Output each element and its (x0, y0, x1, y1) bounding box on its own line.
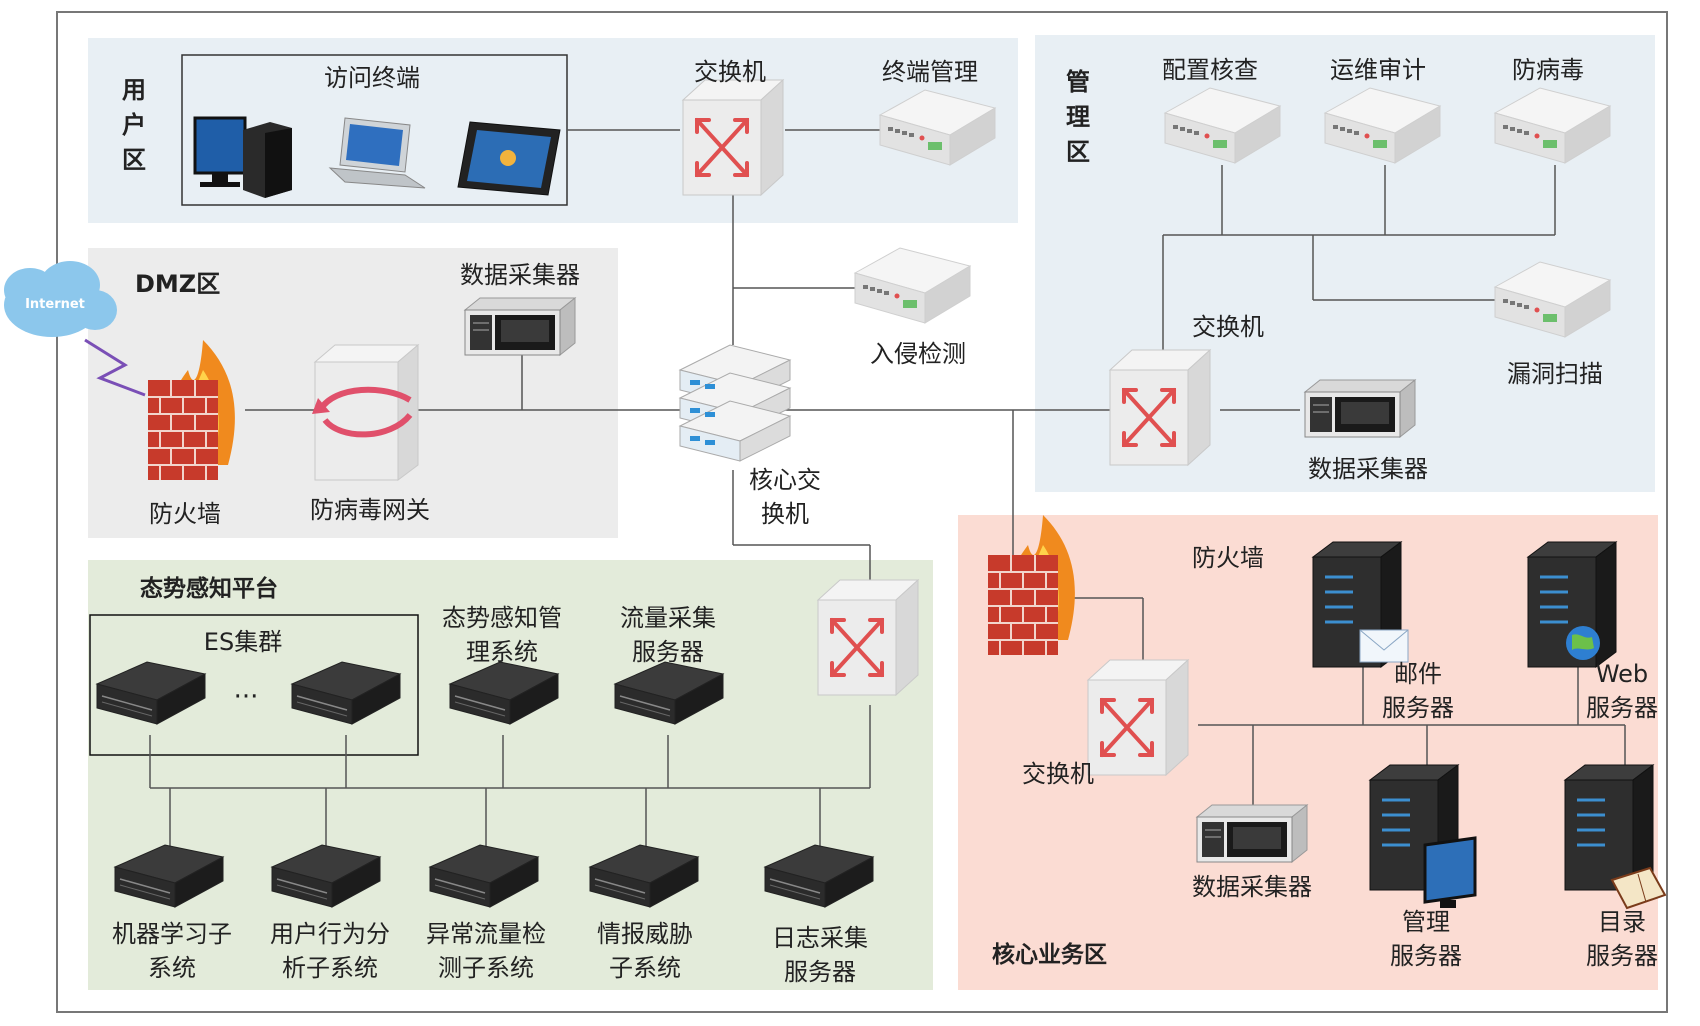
dmz-collector-label: 数据采集器 (460, 261, 580, 289)
config-check-label: 配置核查 (1162, 56, 1258, 84)
web-server-label-1: Web (1596, 660, 1648, 688)
core-firewall-label: 防火墙 (1192, 544, 1264, 572)
situation-switch-icon (816, 578, 920, 697)
anomaly-label-2: 测子系统 (438, 954, 534, 982)
internet-link (84, 338, 146, 397)
core-zone-label: 核心业务区 (992, 941, 1107, 968)
anomaly-label-1: 异常流量检 (426, 920, 546, 948)
mgmt-server-label-1: 管理 (1402, 908, 1450, 936)
book-icon (1610, 866, 1667, 910)
user-zone-label-2: 户 (122, 111, 146, 139)
access-terminal-label: 访问终端 (324, 64, 420, 92)
flow-collect-label-1: 流量采集 (620, 604, 716, 632)
vuln-scan-label: 漏洞扫描 (1507, 360, 1603, 388)
monitor-icon (1423, 836, 1477, 908)
dir-server-label-1: 目录 (1598, 908, 1646, 936)
log-collect-label-2: 服务器 (784, 958, 856, 986)
core-switch-label-2: 换机 (761, 500, 809, 528)
mail-server-label-2: 服务器 (1382, 694, 1454, 722)
sa-mgmt-label-1: 态势感知管 (442, 604, 562, 632)
mgmt-antivirus-label: 防病毒 (1512, 56, 1584, 84)
terminal-mgmt-label: 终端管理 (882, 58, 978, 86)
internet-label: Internet (25, 297, 85, 312)
desktop-computer-icon (193, 116, 292, 198)
mgmt-switch-icon (1108, 348, 1212, 467)
uba-label-2: 析子系统 (282, 954, 378, 982)
web-server-label-2: 服务器 (1586, 694, 1658, 722)
core-switch-label-1: 核心交 (749, 466, 821, 494)
ml-label-2: 系统 (148, 954, 196, 982)
core-switch-icon (678, 344, 792, 462)
sa-mgmt-label-2: 理系统 (466, 638, 538, 666)
mail-envelope-icon (1359, 629, 1409, 663)
user-zone-label-1: 用 (122, 76, 146, 104)
intrusion-label: 入侵检测 (870, 340, 966, 368)
mail-server-label-1: 邮件 (1394, 660, 1442, 688)
mgmt-switch-label: 交换机 (1192, 313, 1264, 341)
intel-label-2: 子系统 (609, 954, 681, 982)
dmz-firewall-label: 防火墙 (149, 500, 221, 528)
dmz-collector-icon (464, 297, 576, 356)
situation-zone-label: 态势感知平台 (140, 575, 278, 602)
user-switch-icon (681, 78, 785, 197)
es-cluster-group (89, 614, 419, 756)
globe-icon (1566, 626, 1600, 660)
situation-zone (88, 560, 933, 990)
core-zone-switch-label: 交换机 (1022, 760, 1094, 788)
es-cluster-label: ES集群 (204, 628, 282, 656)
core-collector-label: 数据采集器 (1192, 873, 1312, 901)
tablet-icon (457, 121, 561, 196)
antivirus-gateway-icon (312, 343, 420, 481)
management-zone-label-1: 管 (1066, 68, 1090, 96)
mgmt-collector-icon (1304, 379, 1416, 438)
internet-cloud-icon: Internet (4, 261, 117, 337)
mgmt-server-label-2: 服务器 (1390, 942, 1462, 970)
es-ellipsis: ··· (234, 682, 259, 712)
user-switch-label: 交换机 (694, 58, 766, 86)
core-collector-icon (1196, 804, 1308, 863)
av-gateway-label: 防病毒网关 (310, 496, 430, 524)
laptop-icon (328, 117, 426, 189)
uba-label-1: 用户行为分 (270, 920, 390, 948)
ops-audit-label: 运维审计 (1330, 56, 1426, 84)
mgmt-collector-label: 数据采集器 (1308, 455, 1428, 483)
core-zone-switch-icon (1086, 658, 1190, 777)
management-zone-label-2: 理 (1066, 103, 1090, 131)
log-collect-label-1: 日志采集 (772, 924, 868, 952)
user-zone-label-3: 区 (122, 146, 146, 174)
intel-label-1: 情报威胁 (597, 920, 693, 948)
flow-collect-label-2: 服务器 (632, 638, 704, 666)
management-zone-label-3: 区 (1066, 138, 1090, 166)
dmz-zone-label: DMZ区 (135, 270, 220, 298)
ml-label-1: 机器学习子 (112, 920, 232, 948)
dir-server-label-2: 服务器 (1586, 942, 1658, 970)
